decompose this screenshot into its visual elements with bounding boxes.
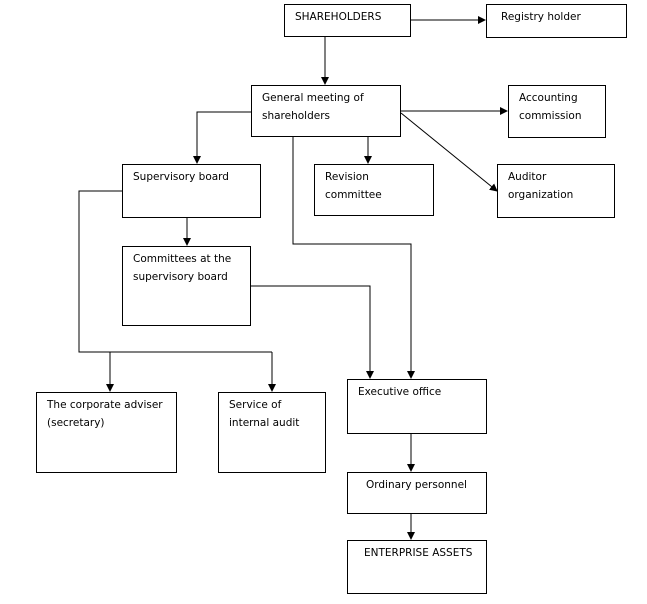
node-general-meeting: General meeting of shareholders <box>251 85 401 137</box>
node-enterprise-assets: ENTERPRISE ASSETS <box>347 540 487 594</box>
node-shareholders: SHAREHOLDERS <box>284 4 411 37</box>
arrow-meeting-executive <box>292 137 415 379</box>
node-accounting-commission: Accounting commission <box>508 85 606 138</box>
arrow-meeting-supervisory <box>193 111 251 164</box>
node-revision-committee: Revision committee <box>314 164 434 216</box>
line-supervisory-branch <box>78 190 272 353</box>
node-ordinary-personnel: Ordinary personnel <box>347 472 487 514</box>
node-internal-audit: Service of internal audit <box>218 392 326 473</box>
node-committees-supervisory: Committees at the supervisory board <box>122 246 251 326</box>
node-registry-holder: Registry holder <box>486 4 627 38</box>
arrow-committees-executive <box>251 285 374 379</box>
node-corporate-adviser: The corporate adviser (secretary) <box>36 392 177 473</box>
node-supervisory-board: Supervisory board <box>122 164 261 218</box>
arrow-meeting-auditor <box>400 112 498 192</box>
node-auditor-organization: Auditor organization <box>497 164 615 218</box>
node-executive-office: Executive office <box>347 379 487 434</box>
